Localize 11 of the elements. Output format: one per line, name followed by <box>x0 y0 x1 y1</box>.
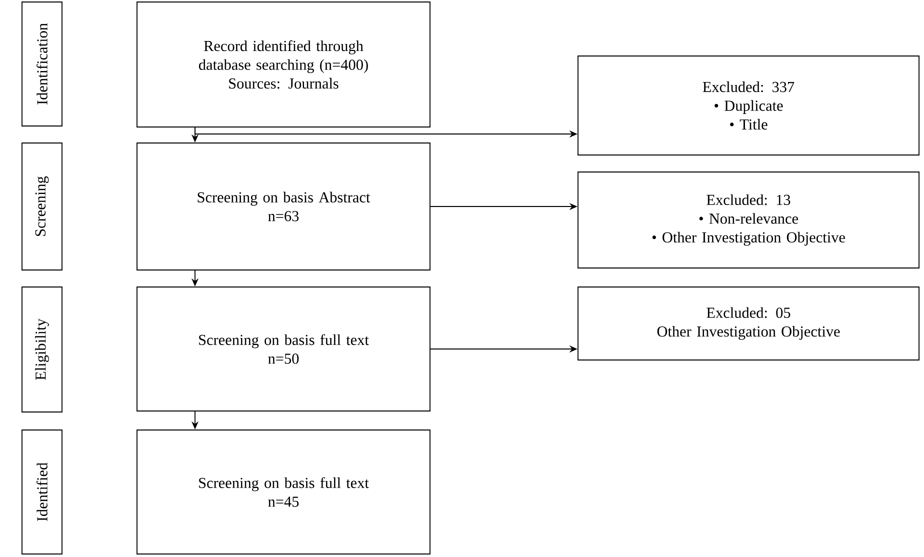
exclusion-box: Excluded: 13 • Non-relevance • Other Investigation Objective <box>578 172 920 268</box>
process-box: Screening on basis full text n=45 <box>136 430 430 554</box>
exclusion-box: Excluded: 337 • Duplicate • Title <box>578 56 920 156</box>
process-box: Screening on basis Abstract n=63 <box>136 142 430 270</box>
process-box: Screening on basis full text n=50 <box>136 286 430 412</box>
stage-label-box: Eligibility <box>22 286 62 412</box>
process-box: Record identified through database searching (n=400) Sources: Journals <box>136 2 430 128</box>
exclusion-box: Excluded: 05 Other Investigation Objective <box>578 286 920 360</box>
stage-label-box: Identification <box>22 2 62 126</box>
stage-label-box: Identified <box>22 430 62 554</box>
stage-label-box: Screening <box>22 142 62 270</box>
